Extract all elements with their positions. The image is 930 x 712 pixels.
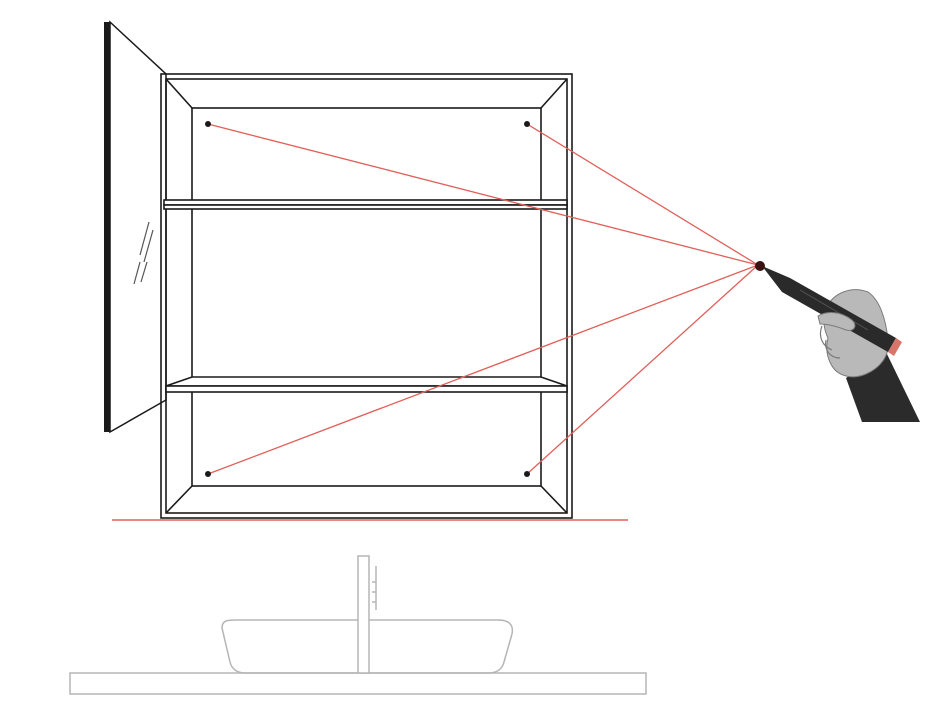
cabinet-outer-frame [160,73,573,519]
lower-shelf [165,376,568,393]
mark-point-bottom-left [205,471,211,477]
laser-lines [207,123,759,475]
thumb-icon [817,312,856,331]
mark-point-top-left [205,121,211,127]
cabinet-icon [160,73,573,519]
marker-pen-icon [755,261,902,356]
mirror-door-icon [104,20,167,434]
laser-line-bottom-left [207,264,759,475]
sink-basin [221,619,514,674]
mark-point-top-right [524,121,530,127]
vanity-counter [69,672,647,695]
hand-with-pen [755,261,920,422]
laser-line-top-right [526,123,759,266]
cabinet-back-panel [191,107,542,487]
upper-shelf [163,199,568,210]
laser-line-bottom-right [526,264,759,475]
faucet-icon [357,555,377,674]
laser-line-top-left [207,123,759,266]
cabinet-inner-frame [165,78,568,514]
mark-point-bottom-right [524,471,530,477]
mark-points [205,121,530,477]
pen-tip [755,261,765,271]
